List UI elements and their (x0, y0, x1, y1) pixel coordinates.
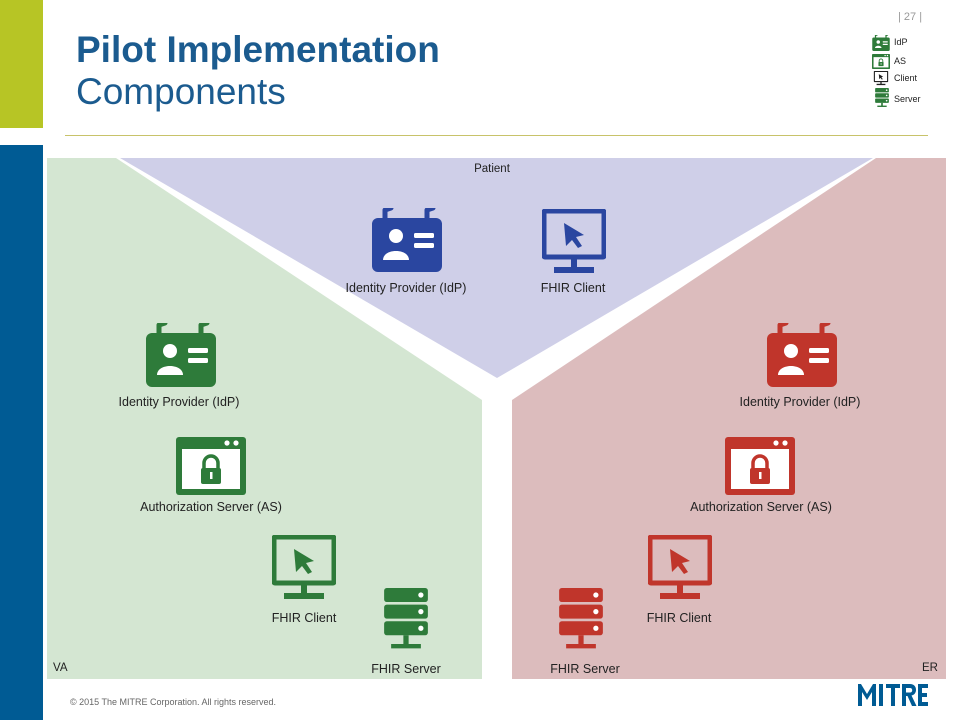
accent-bar (0, 0, 43, 128)
va-idp-label: Identity Provider (IdP) (118, 395, 240, 409)
va-server-label: FHIR Server (371, 662, 441, 676)
mitre-logo (858, 684, 928, 710)
title-divider (65, 135, 928, 136)
er-server-label: FHIR Server (550, 662, 620, 676)
legend-item-server: Server (870, 88, 950, 104)
server-rack-icon (556, 588, 606, 658)
copyright-footer: © 2015 The MITRE Corporation. All rights… (70, 697, 277, 707)
lock-window-icon (176, 437, 246, 495)
lock-window-icon (725, 437, 795, 495)
region-label-er: ER (922, 662, 938, 674)
side-bar (0, 145, 43, 720)
monitor-cursor-icon (272, 535, 336, 603)
er-client-label: FHIR Client (646, 611, 712, 625)
va-as-label: Authorization Server (AS) (140, 500, 282, 514)
page-subtitle: Components (76, 71, 286, 112)
patient-idp-label: Identity Provider (IdP) (345, 281, 467, 295)
er-as-label: Authorization Server (AS) (690, 500, 832, 514)
va-client-label: FHIR Client (271, 611, 337, 625)
mitre-logo-mark (858, 684, 928, 706)
server-rack-icon (381, 588, 431, 658)
region-label-patient: Patient (474, 163, 510, 175)
legend-item-as: AS (870, 54, 950, 70)
legend-label-idp: IdP (894, 37, 908, 47)
legend-label-server: Server (894, 94, 921, 104)
er-idp-label: Identity Provider (IdP) (739, 395, 861, 409)
region-va (47, 158, 482, 679)
region-patient (120, 158, 873, 378)
idp-badge-icon (146, 323, 216, 387)
monitor-cursor-icon (648, 535, 712, 603)
page-number-value: 27 (903, 11, 917, 23)
legend-item-client: Client (870, 71, 950, 87)
legend-item-idp: IdP (870, 35, 950, 51)
idp-badge-icon (372, 208, 442, 272)
region-er (512, 158, 946, 679)
idp-badge-icon (767, 323, 837, 387)
region-label-va: VA (53, 662, 68, 674)
patient-client-label: FHIR Client (540, 281, 606, 295)
monitor-cursor-icon (542, 209, 606, 277)
legend-label-client: Client (894, 73, 918, 83)
legend-label-as: AS (894, 56, 907, 66)
page-title: Pilot Implementation (76, 29, 440, 70)
page-number: | 27 | (898, 11, 923, 23)
